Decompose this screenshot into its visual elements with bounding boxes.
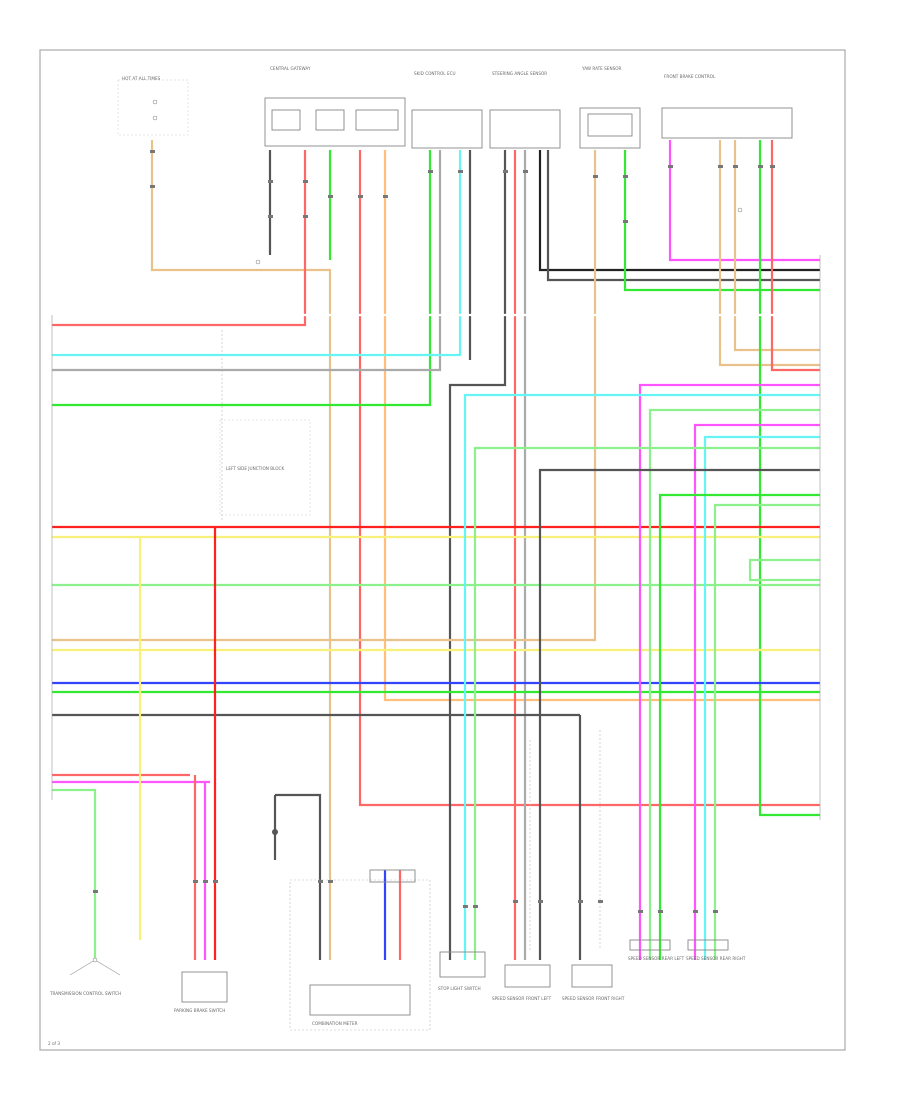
wire-green-3 xyxy=(623,150,820,292)
component-speed-sensor-rear-left: SPEED SENSOR REAR LEFT xyxy=(628,939,685,961)
wire-group-horizontal xyxy=(52,313,820,960)
component-label: LEFT SIDE JUNCTION BLOCK xyxy=(226,466,284,471)
component-yaw-rate-sensor: YAW RATE SENSOR xyxy=(579,66,641,149)
wire-green-4 xyxy=(758,140,820,817)
component-label: SPEED SENSOR REAR RIGHT xyxy=(686,956,746,961)
component-label: COMBINATION METER xyxy=(312,1021,358,1026)
component-label: FRONT BRAKE CONTROL xyxy=(664,74,716,79)
wire-cyan-2 xyxy=(463,393,820,960)
component-label: YAW RATE SENSOR xyxy=(581,66,622,71)
component-hot-at-all-times: HOT AT ALL TIMES xyxy=(117,76,189,136)
wire-lt-green-6 xyxy=(748,558,820,582)
wire-red xyxy=(52,150,307,327)
page-number: 2 of 3 xyxy=(48,1041,60,1046)
wire-lt-green-3 xyxy=(648,408,820,960)
wire-darkgray xyxy=(448,150,507,960)
wire-lt-green-5 xyxy=(713,503,820,960)
wire-cyan xyxy=(52,150,462,357)
component-speed-sensor-front-left: SPEED SENSOR FRONT LEFT xyxy=(492,964,552,1001)
wire-group-right-feeds xyxy=(138,383,820,960)
component-label: CENTRAL GATEWAY xyxy=(270,66,311,71)
wire-red-4 xyxy=(770,140,820,372)
wire-green-2 xyxy=(52,150,432,407)
component-transmission-control-switch: TRANSMISSION CONTROL SWITCH xyxy=(49,957,121,996)
wire-dk-gray-3 xyxy=(546,150,820,282)
component-label: STEERING ANGLE SENSOR xyxy=(492,71,547,76)
wire-red-long xyxy=(358,150,820,807)
component-speed-sensor-rear-right: SPEED SENSOR REAR RIGHT xyxy=(686,939,746,961)
wire-tan-4 xyxy=(733,140,820,352)
component-combination-meter: COMBINATION METER xyxy=(309,869,416,1026)
component-skid-control-ecu: SKID CONTROL ECU xyxy=(411,71,483,149)
component-front-brake-control: FRONT BRAKE CONTROL xyxy=(661,74,793,213)
wire-lt-green-4 xyxy=(473,446,820,960)
component-stop-light-switch: STOP LIGHT SWITCH xyxy=(438,951,486,991)
wire-tan-3 xyxy=(718,140,820,367)
connector-marks xyxy=(93,150,775,913)
wire-magenta-4 xyxy=(693,423,820,960)
wire-black-3 xyxy=(538,150,820,272)
wire-group-top-drops xyxy=(52,140,820,960)
right-terminals xyxy=(51,255,821,820)
wire-lt-green-2 xyxy=(52,788,97,960)
wire-dk-gray-4 xyxy=(538,468,820,960)
wire-magenta xyxy=(668,140,820,262)
component-speed-sensor-front-right: SPEED SENSOR FRONT RIGHT xyxy=(562,964,625,1001)
component-label: SPEED SENSOR FRONT LEFT xyxy=(492,996,552,1001)
wire-tan-2 xyxy=(52,150,597,642)
dashed-references xyxy=(221,330,601,1031)
component-label: TRANSMISSION CONTROL SWITCH xyxy=(49,991,121,996)
component-label: HOT AT ALL TIMES xyxy=(122,76,161,81)
component-parking-brake-switch: PARKING BRAKE SWITCH xyxy=(174,971,228,1013)
wire-orange xyxy=(383,150,820,702)
component-label: PARKING BRAKE SWITCH xyxy=(174,1008,225,1013)
diagram-border xyxy=(39,49,846,1051)
component-left-side-junction-block: LEFT SIDE JUNCTION BLOCK xyxy=(219,259,311,516)
component-central-gateway: CENTRAL GATEWAY xyxy=(264,66,406,147)
wire-magenta-3 xyxy=(638,383,820,960)
wire-green-6 xyxy=(658,493,820,960)
wire-tan xyxy=(150,140,332,960)
component-label: SPEED SENSOR REAR LEFT xyxy=(628,956,685,961)
component-label: STOP LIGHT SWITCH xyxy=(438,986,481,991)
component-label: SPEED SENSOR FRONT RIGHT xyxy=(562,996,625,1001)
component-steering-angle-sensor: STEERING ANGLE SENSOR xyxy=(489,71,561,149)
component-label: SKID CONTROL ECU xyxy=(414,71,456,76)
wire-cyan-3 xyxy=(703,435,820,960)
wire-gray xyxy=(52,150,442,372)
